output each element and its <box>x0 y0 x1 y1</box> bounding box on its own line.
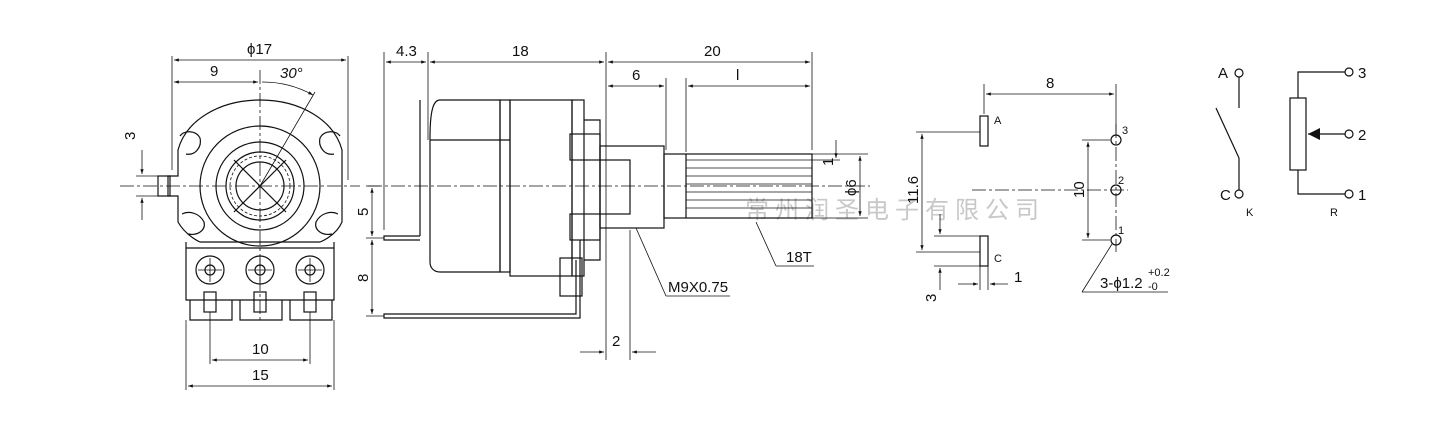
switch-label-a: A <box>1218 65 1228 82</box>
resistor-symbol: 3 2 1 R <box>1289 65 1366 219</box>
dim-front-half: 9 <box>210 63 218 80</box>
dim-side-tab: 2 <box>612 333 620 350</box>
dim-side-upper: 5 <box>355 208 372 216</box>
dim-bushing-offset: 3 <box>122 132 139 140</box>
dim-side-lower: 8 <box>355 274 372 282</box>
dim-side-knurl: l <box>736 67 739 84</box>
switch-symbol: A C K <box>1215 65 1254 219</box>
label-knurl: 18T <box>786 249 812 266</box>
rivet-right <box>295 255 325 285</box>
switch-label-c: C <box>1220 187 1231 204</box>
dim-side-shaft: 20 <box>704 43 721 60</box>
dim-body-width: 15 <box>252 367 269 384</box>
rivet-center <box>245 255 275 285</box>
dim-front-diameter: ϕ17 <box>247 41 272 58</box>
dim-pcb-spacing: 8 <box>1046 75 1054 92</box>
front-view: ϕ17 9 30° 3 10 15 <box>120 41 360 390</box>
pot-pin2-label: 2 <box>1358 127 1366 144</box>
watermark: 常州润圣电子有限公司 <box>745 196 1045 224</box>
label-hole-tol-upper: +0.2 <box>1148 267 1170 279</box>
dim-pcb-tab: 1 <box>1014 269 1022 286</box>
pcb-label-a: A <box>994 115 1002 127</box>
label-hole: 3-ϕ1.2 <box>1100 275 1143 292</box>
label-thread: M9X0.75 <box>668 279 728 296</box>
rivet-left <box>195 255 225 285</box>
dim-angle: 30° <box>280 65 303 82</box>
dim-side-bushing: 4.3 <box>396 43 417 60</box>
pot-pin3-label: 3 <box>1358 65 1366 82</box>
dim-pcb-pitch: 10 <box>1071 181 1088 198</box>
side-view: 4.3 18 20 6 l 1 ϕ6 5 8 <box>355 43 870 360</box>
pcb-label-c: C <box>994 253 1002 265</box>
pcb-pin2-label: 2 <box>1118 175 1124 187</box>
dim-side-body: 18 <box>512 43 529 60</box>
pot-label: R <box>1330 207 1338 219</box>
pcb-pin1-label: 1 <box>1118 225 1124 237</box>
dim-side-flat-depth: 1 <box>820 158 837 166</box>
label-hole-tol-lower: -0 <box>1148 281 1158 293</box>
pcb-pin3-label: 3 <box>1122 125 1128 137</box>
dim-shaft-dia: ϕ6 <box>843 179 860 196</box>
pcb-footprint: A C 3 2 1 8 11.6 10 3 1 <box>905 75 1170 302</box>
dim-side-flat: 6 <box>632 67 640 84</box>
switch-label: K <box>1246 207 1254 219</box>
dim-pin-pitch: 10 <box>252 341 269 358</box>
pot-pin1-label: 1 <box>1358 187 1366 204</box>
dim-pcb-height: 11.6 <box>905 176 922 204</box>
dim-pcb-lower: 3 <box>923 294 940 302</box>
